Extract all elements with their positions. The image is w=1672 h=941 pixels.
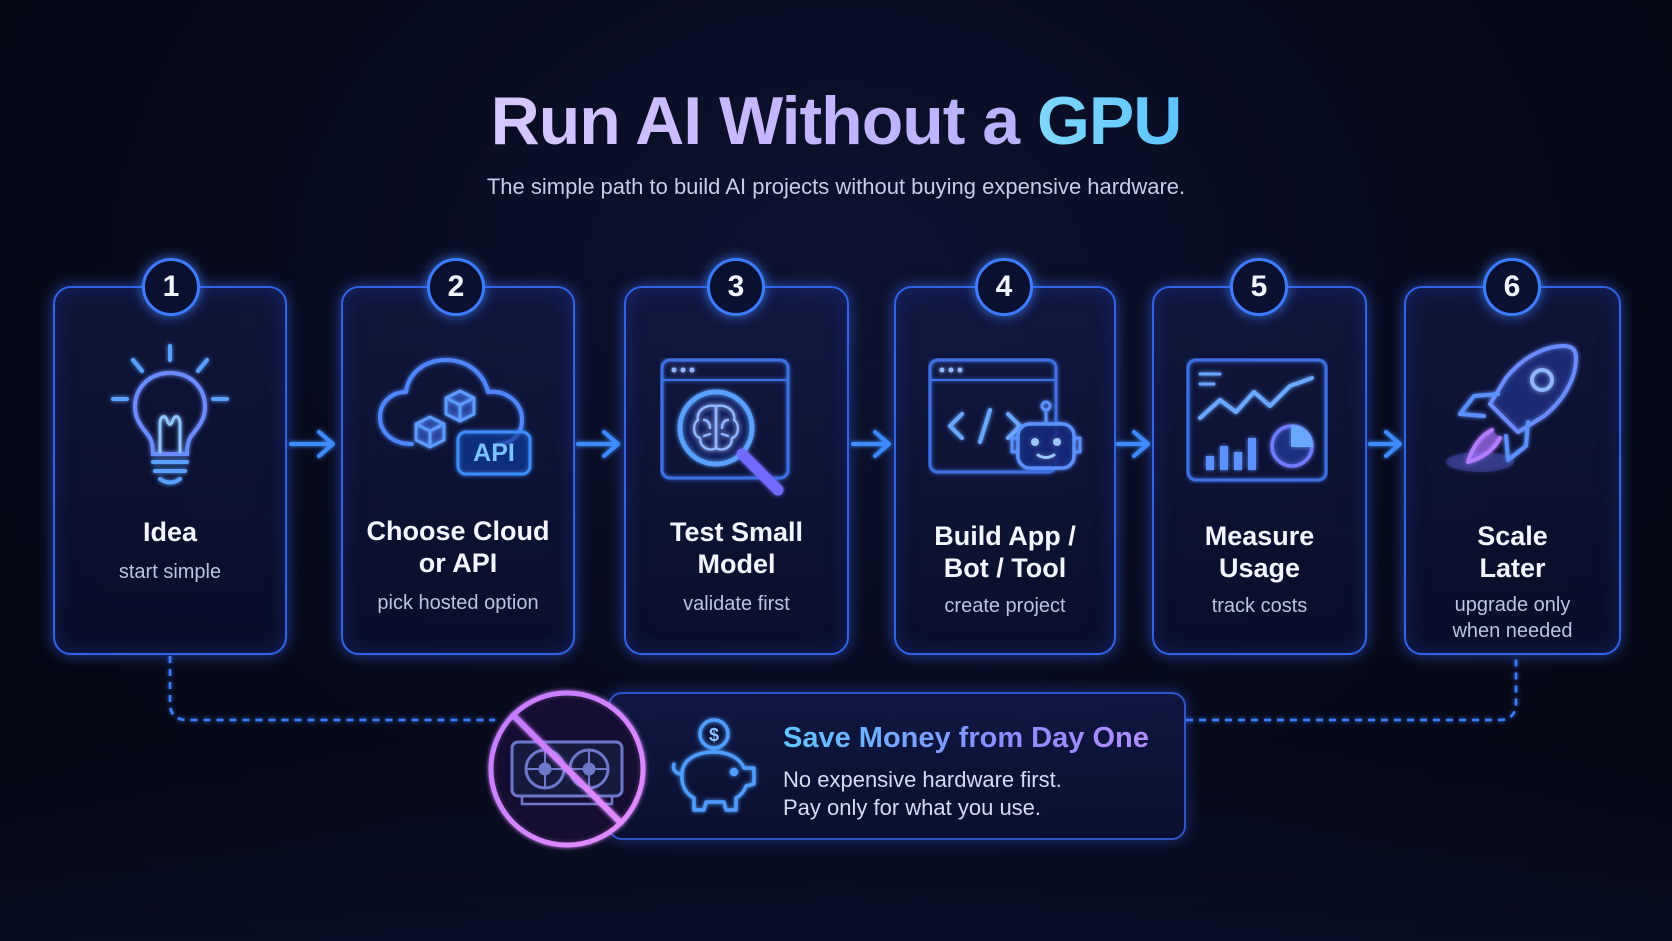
step-label-5: Measure Usage (1152, 520, 1367, 584)
step-desc-6: upgrade only when needed (1404, 592, 1621, 644)
step-label-4-line-1: Build App / (934, 521, 1076, 551)
step-desc-2: pick hosted option (341, 590, 575, 616)
no-gpu-icon (488, 690, 646, 848)
arrow-right-icon (1116, 430, 1150, 458)
title-part-2: GPU (1037, 83, 1182, 159)
step-label-5-line-2: Usage (1218, 553, 1301, 583)
piggy-bank-icon: $ (671, 718, 756, 812)
step-number-badge-6: 6 (1483, 258, 1541, 316)
step-label-2: Choose Cloud or API (341, 515, 575, 579)
rocket-icon (1446, 344, 1578, 472)
step-desc-6-line-1: upgrade only (1454, 594, 1571, 616)
dollar-sign: $ (709, 725, 719, 745)
step-number-badge-2: 2 (427, 258, 485, 316)
step-label-2-line-1: Choose Cloud (366, 516, 550, 546)
step-desc-3: validate first (624, 591, 849, 617)
step-label-2-line-2: or API (418, 548, 498, 578)
step-desc-3-line-1: validate first (683, 593, 790, 615)
savings-title: Save Money from Day One (783, 722, 1149, 754)
step-desc-6-line-2: when needed (1452, 620, 1573, 642)
step-desc-1: start simple (53, 559, 287, 585)
arrow-right-icon (1368, 430, 1402, 458)
title-part-1: Run AI Without a (490, 83, 1038, 159)
arrow-right-icon (289, 430, 335, 458)
step-label-4: Build App / Bot / Tool (894, 520, 1116, 584)
step-label-4-line-2: Bot / Tool (943, 553, 1067, 583)
step-label-5-line-1: Measure (1204, 521, 1315, 551)
step-number-badge-5: 5 (1230, 258, 1288, 316)
step-label-1: Idea (53, 516, 287, 548)
step-label-1-line-1: Idea (142, 517, 198, 547)
step-desc-5-line-1: track costs (1211, 595, 1308, 617)
code-robot-icon (928, 358, 1082, 474)
cloud-api-icon: API (378, 358, 532, 476)
step-desc-2-line-1: pick hosted option (377, 592, 539, 614)
lightbulb-icon (111, 344, 229, 485)
step-label-3: Test Small Model (624, 516, 849, 580)
arrow-right-icon (851, 430, 891, 458)
step-label-6-line-1: Scale (1477, 521, 1548, 551)
api-label: API (473, 439, 515, 467)
step-label-3-line-2: Model (697, 549, 776, 579)
arrow-right-icon (576, 430, 620, 458)
page-title: Run AI Without a GPU (0, 82, 1672, 160)
savings-line-1: No expensive hardware first. (783, 767, 1062, 792)
savings-line-2: Pay only for what you use. (783, 795, 1042, 820)
step-label-3-line-1: Test Small (669, 517, 804, 547)
step-number-badge-4: 4 (975, 258, 1033, 316)
analytics-dashboard-icon (1186, 358, 1328, 482)
step-desc-5: track costs (1152, 593, 1367, 619)
step-desc-4: create project (894, 593, 1116, 619)
savings-panel (608, 692, 1186, 840)
step-number-badge-3: 3 (707, 258, 765, 316)
step-label-6-line-2: Later (1479, 553, 1546, 583)
page-subtitle: The simple path to build AI projects wit… (486, 174, 1186, 199)
step-desc-1-line-1: start simple (118, 561, 222, 583)
brain-search-icon (660, 358, 790, 496)
step-number-badge-1: 1 (142, 258, 200, 316)
step-desc-4-line-1: create project (944, 595, 1066, 617)
step-label-6: Scale Later (1404, 520, 1621, 584)
